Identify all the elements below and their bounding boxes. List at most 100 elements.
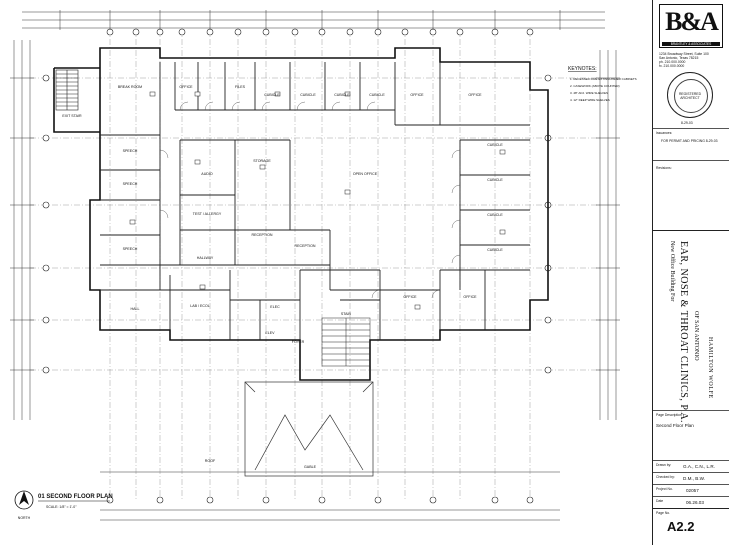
project-location: OF SAN ANTONIO xyxy=(693,311,699,361)
firm-name: BRANTLEY & ASSOCIATES xyxy=(662,42,720,46)
room-label: ELEV xyxy=(265,331,275,335)
exterior-walls xyxy=(53,47,549,381)
page-desc: Second Floor Plan xyxy=(656,423,694,428)
room-label: BREAK ROOM xyxy=(118,85,142,89)
room-label: SPEECH xyxy=(123,247,138,251)
plan-scale: SCALE: 1/8" = 1'-0" xyxy=(46,505,77,509)
room-tags xyxy=(129,91,506,310)
room-label: EXIT STAIR xyxy=(62,114,82,118)
floor-plan-drawing: BREAK ROOM OFFICE FILES CUBICLE CUBICLE … xyxy=(10,10,637,521)
issuance-status: FOR PERMIT AND PRICING 8-29-03 xyxy=(661,139,718,143)
keynote-item: 3. 48" ADJ. WIRE SHELVES xyxy=(570,91,608,95)
room-label: CUBICLE xyxy=(334,93,350,97)
seal-date: 8-29-03 xyxy=(681,121,693,125)
room-label: OFFICE xyxy=(410,93,424,97)
project-title-area: New Office Building For EAR, NOSE & THRO… xyxy=(653,230,729,423)
keynotes-block: KEYNOTES: 1. RECESSED FIRE EXTINGUISHER … xyxy=(568,66,637,102)
date-value: 06.26.03 xyxy=(686,500,704,505)
room-labels: BREAK ROOM OFFICE FILES CUBICLE CUBICLE … xyxy=(62,85,503,469)
room-label: OPEN OFFICE xyxy=(353,172,378,176)
grid-bubbles xyxy=(42,28,552,504)
room-label: OFFICE xyxy=(468,93,482,97)
keynote-item: 4. 12" DEEP WIRE SHELVES xyxy=(570,98,610,102)
firm-address: 1234 Broadway Street, Suite 100 San Anto… xyxy=(659,52,723,68)
room-label: STORAGE xyxy=(253,159,271,163)
issuance-label: Issuances: xyxy=(656,131,673,135)
room-label: TEST / ALLERGY xyxy=(193,212,222,216)
date-row: Date 06.26.03 xyxy=(653,496,729,508)
north-arrow: NORTH xyxy=(14,490,34,520)
room-label: CUBICLE xyxy=(487,213,503,217)
room-label: CUBICLE xyxy=(300,93,316,97)
room-label: ROOF xyxy=(205,459,216,463)
drawn-value: G.A., C.N., L.R. xyxy=(683,464,715,469)
date-label: Date xyxy=(656,499,664,503)
project-no-label: Project No. xyxy=(656,487,673,491)
room-label: CUBICLE xyxy=(487,248,503,252)
seal-inner xyxy=(674,79,708,113)
interior-walls xyxy=(100,62,530,340)
room-label: RECEPTION xyxy=(252,233,273,237)
room-label: HALL xyxy=(131,307,140,311)
plan-title: 01 SECOND FLOOR PLAN xyxy=(38,494,113,500)
keynotes-title: KEYNOTES: xyxy=(568,66,597,72)
page-description-row: Page Description Second Floor Plan xyxy=(653,410,729,448)
room-label: LAB / ECOL xyxy=(190,304,210,308)
sheet-number-row: Page No. A2.2 xyxy=(653,508,729,545)
entry-roof xyxy=(244,381,374,477)
room-label: SPEECH xyxy=(123,182,138,186)
room-label: OFFICE xyxy=(403,295,417,299)
keynote-item: 2. CASEWORK (ABOVE COUNTER) xyxy=(570,84,620,88)
checked-label: Checked by: xyxy=(656,475,675,479)
room-label: CUBICLE xyxy=(487,143,503,147)
page-no-label: Page No. xyxy=(656,511,671,515)
room-label: OFFICE xyxy=(179,85,193,89)
column-grid xyxy=(30,28,600,500)
room-label: AUDIO xyxy=(201,172,213,176)
room-label: CUBICLE xyxy=(487,178,503,182)
room-label: RECEPTION xyxy=(295,244,316,248)
room-label: HALLWAY xyxy=(197,256,214,260)
issuance-row: Issuances: FOR PERMIT AND PRICING 8-29-0… xyxy=(653,128,729,158)
drawn-by-row: Drawn by: G.A., C.N., L.R. xyxy=(653,460,729,472)
firm-logo: B&A BRANTLEY & ASSOCIATES xyxy=(659,4,723,48)
room-label: CUBICLE xyxy=(369,93,385,97)
revisions-label: Revisions: xyxy=(656,166,672,170)
checked-value: D.M., B.W. xyxy=(683,476,705,481)
room-label: STAIR xyxy=(341,312,352,316)
room-label: GABLE xyxy=(304,465,317,469)
project-client: EAR, NOSE & THROAT CLINICS, P.A. xyxy=(678,241,689,424)
door-swings xyxy=(159,101,461,299)
address-line: fx. 210.000.0000 xyxy=(659,64,685,68)
project-site: HAMILTON WOLFE xyxy=(707,337,713,399)
room-label: FILES xyxy=(235,85,246,89)
address-line: 1234 Broadway Street, Suite 100 xyxy=(659,52,709,56)
page-desc-label: Page Description xyxy=(656,413,682,417)
north-label: NORTH xyxy=(18,516,31,520)
logo-mark: B&A xyxy=(665,7,719,36)
dimension-lines-top xyxy=(22,11,605,29)
revisions-row: Revisions: xyxy=(653,160,729,184)
drawn-label: Drawn by: xyxy=(656,463,672,467)
dimension-lines-sides xyxy=(13,40,617,420)
dimension-ticks xyxy=(10,10,620,371)
room-label: OFFICE xyxy=(463,295,477,299)
dimension-lines-bottom xyxy=(100,471,560,521)
checked-by-row: Checked by: D.M., B.W. xyxy=(653,472,729,484)
project-no-value: 02057 xyxy=(686,488,699,493)
project-line: New Office Building For xyxy=(669,241,675,302)
title-block: B&A BRANTLEY & ASSOCIATES 1234 Broadway … xyxy=(652,0,729,545)
room-label: FOYER xyxy=(292,340,305,344)
exit-stair xyxy=(55,69,79,111)
keynote-item: 1. RECESSED FIRE EXTINGUISHER CABINETS xyxy=(570,77,637,81)
room-label: SPEECH xyxy=(123,149,138,153)
room-label: ELEC xyxy=(270,305,280,309)
sheet-number: A2.2 xyxy=(667,519,695,534)
project-number-row: Project No. 02057 xyxy=(653,484,729,496)
seal-text: REGISTERED ARCHITECT xyxy=(678,92,702,100)
address-line: San Antonio, Texas 78215 xyxy=(659,56,699,60)
main-stair xyxy=(321,317,371,367)
address-line: ph. 210.000.0000 xyxy=(659,60,686,64)
architect-seal: REGISTERED ARCHITECT xyxy=(667,72,713,118)
